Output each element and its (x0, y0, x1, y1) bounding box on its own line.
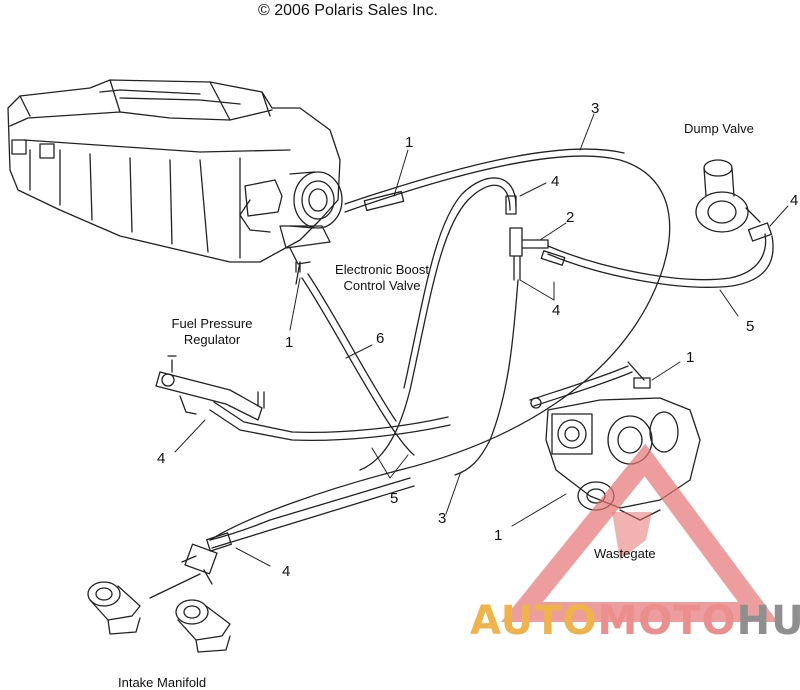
callout-4-right: 4 (790, 192, 799, 209)
watermark-moto: MOTO (597, 598, 737, 644)
callout-5-bottom: 5 (390, 490, 399, 507)
hose-4-bottom (206, 477, 415, 552)
callout-1-top: 1 (405, 134, 414, 151)
callout-1-bottom: 1 (494, 527, 503, 544)
callout-1-right: 1 (686, 349, 695, 366)
callout-4-bottom: 4 (282, 563, 291, 580)
watermark-logo (501, 443, 778, 622)
dump-valve (695, 159, 761, 233)
label-ebcv: Electronic Boost Control Valve (322, 262, 442, 294)
callout-1-left: 1 (285, 334, 294, 351)
watermark-hub: HUB (736, 598, 800, 644)
copyright-text: © 2006 Polaris Sales Inc. (258, 2, 438, 19)
hose-6 (295, 261, 415, 456)
label-wastegate: Wastegate (594, 546, 656, 561)
intake-boots (87, 581, 231, 653)
airbox-assembly (7, 79, 343, 273)
callout-4-left: 4 (157, 450, 166, 467)
label-intake-manifold: Intake Manifold (118, 675, 207, 690)
hose-3 (209, 148, 671, 541)
map-sensor (149, 543, 218, 599)
label-fpr-line1: Fuel Pressure (171, 316, 253, 331)
label-dump-valve: Dump Valve (684, 121, 754, 136)
callout-4-top: 4 (551, 173, 560, 190)
callout-3-bottom: 3 (438, 510, 447, 527)
hose-4-center (359, 177, 517, 471)
label-ebcv-line1: Electronic Boost (335, 262, 429, 277)
label-fuel-pressure-regulator: Fuel Pressure Regulator (160, 316, 264, 348)
hose-5-right (540, 222, 774, 288)
hose-1-top (363, 190, 405, 212)
tee-fitting (454, 227, 549, 476)
label-fpr-line2: Regulator (183, 332, 241, 347)
callout-6: 6 (376, 330, 385, 347)
callout-2: 2 (566, 209, 575, 226)
callout-4-mid: 4 (552, 302, 561, 319)
fuel-pressure-regulator (155, 355, 451, 442)
callout-3-top: 3 (591, 100, 600, 117)
watermark-logo-inner (612, 512, 652, 560)
watermark-text: AUTOMOTOHUB (470, 598, 800, 644)
callout-5-right: 5 (746, 318, 755, 335)
watermark-auto: AUTO (470, 598, 598, 644)
label-ebcv-line2: Control Valve (343, 278, 421, 293)
leader-lines (174, 113, 789, 567)
